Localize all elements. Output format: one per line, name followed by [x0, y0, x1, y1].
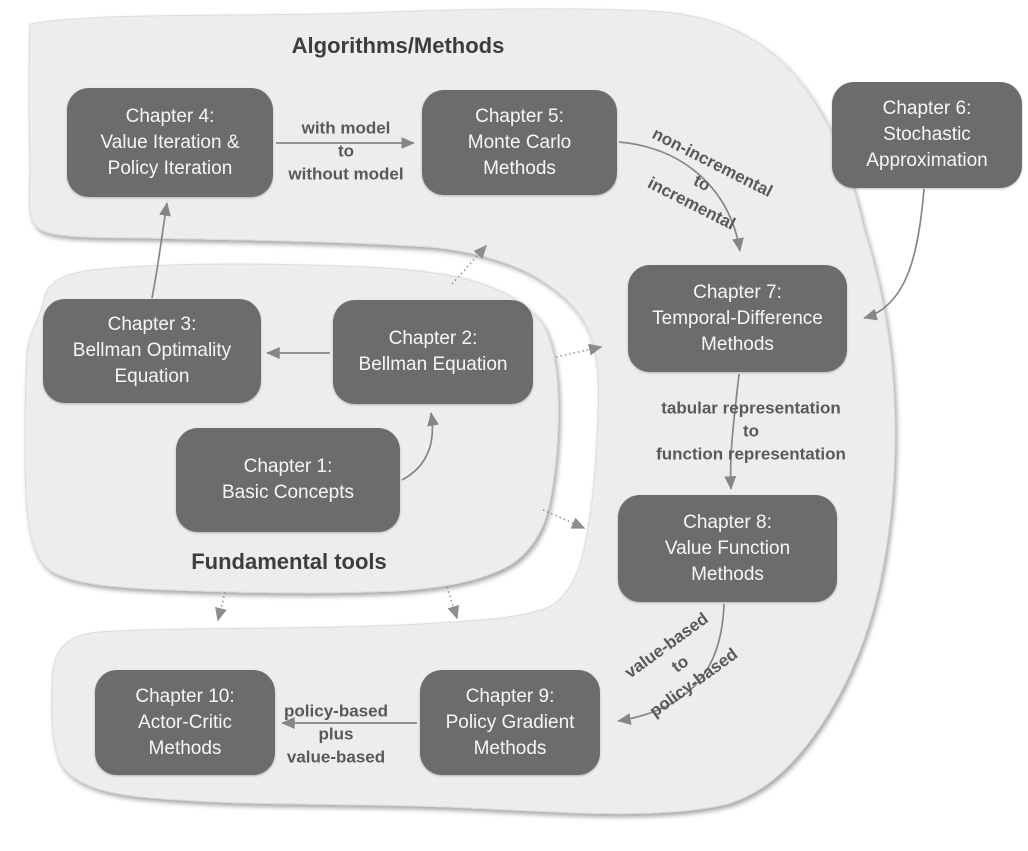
chapter-5-box: Chapter 5: Monte Carlo Methods [422, 90, 617, 195]
algorithms-region-title: Algorithms/Methods [291, 33, 505, 58]
arrow-ch1-ch2 [401, 412, 440, 481]
arrow-ch8-ch9 [617, 603, 725, 725]
dotted-arrow-tools-ch7 [555, 343, 603, 358]
chapter-4-box: Chapter 4: Value Iteration & Policy Iter… [67, 88, 273, 197]
chapter-7-box: Chapter 7: Temporal-Difference Methods [628, 265, 847, 372]
chapter-1-box: Chapter 1: Basic Concepts [176, 428, 400, 532]
arrow-ch3-ch4 [151, 202, 171, 299]
dotted-arrow-tools-bottom-right [446, 586, 460, 620]
arrow-ch6-ch7 [863, 188, 925, 321]
arrow-ch5-ch7 [618, 141, 744, 252]
chapter-8-box: Chapter 8: Value Function Methods [618, 495, 837, 602]
chapter-2-box: Chapter 2: Bellman Equation [333, 300, 533, 404]
fundamental-region-title: Fundamental tools [191, 549, 387, 574]
chapter-10-box: Chapter 10: Actor-Critic Methods [95, 670, 275, 775]
chapter-9-box: Chapter 9: Policy Gradient Methods [420, 670, 600, 775]
algorithms-region-shape [28, 8, 896, 815]
dotted-arrow-tools-ch8 [542, 509, 586, 529]
arrow-ch7-ch8 [724, 373, 740, 490]
dotted-arrow-tools-bottom-left [215, 591, 227, 622]
chapter-3-box: Chapter 3: Bellman Optimality Equation [43, 299, 261, 403]
chapter-6-box: Chapter 6: Stochastic Approximation [832, 82, 1022, 188]
